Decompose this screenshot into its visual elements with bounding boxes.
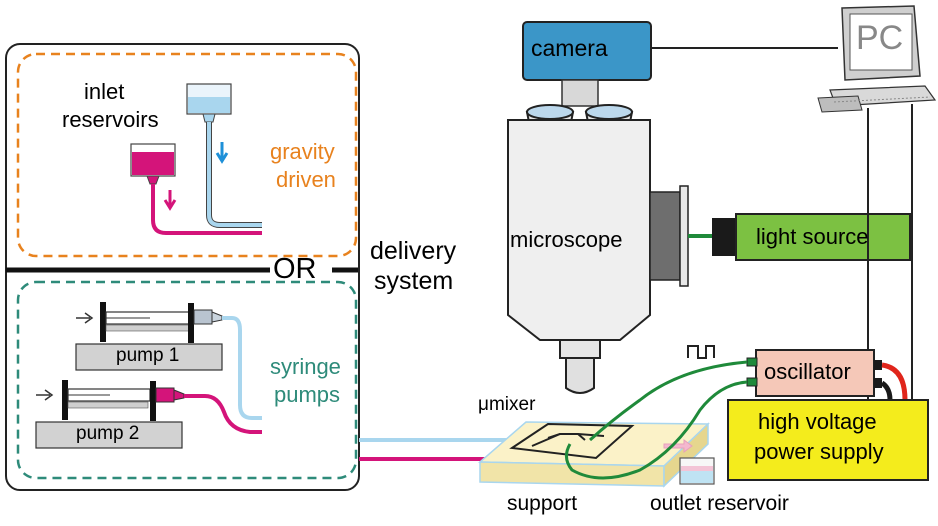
label-support: support bbox=[507, 492, 578, 515]
outlet-arrow bbox=[663, 439, 693, 453]
delivery-system-box bbox=[5, 43, 360, 491]
support-slab-front bbox=[479, 461, 665, 487]
pc-computer bbox=[817, 5, 937, 113]
syringe-pumps-box bbox=[16, 280, 358, 480]
green-wire-1 bbox=[588, 360, 748, 442]
gravity-tube-magenta bbox=[151, 184, 262, 235]
oscillator-port-right-top bbox=[874, 360, 882, 370]
label-system: system bbox=[374, 267, 454, 295]
syringe-1 bbox=[76, 302, 223, 343]
label-driven: driven bbox=[276, 167, 336, 192]
light-source-lamp bbox=[712, 218, 736, 256]
hv-power-supply-box bbox=[727, 399, 929, 481]
label-light-source: light source bbox=[756, 224, 869, 249]
label-oscillator: oscillator bbox=[764, 359, 851, 384]
gravity-tube-blue bbox=[206, 122, 262, 228]
objective-lens bbox=[565, 357, 595, 394]
label-syringe: syringe bbox=[270, 354, 341, 379]
label-delivery: delivery bbox=[370, 237, 457, 265]
microscope-side-port bbox=[649, 191, 681, 281]
square-wave-icon bbox=[687, 345, 715, 359]
hv-wire-black bbox=[880, 380, 893, 401]
support-slab-side bbox=[663, 422, 709, 488]
label-gravity: gravity bbox=[270, 139, 335, 164]
label-outlet-reservoir: outlet reservoir bbox=[650, 492, 789, 515]
oscillator-port-bottom bbox=[746, 377, 758, 387]
mixer-channel bbox=[531, 433, 605, 447]
microscope-body bbox=[507, 119, 651, 341]
gravity-reservoir-magenta bbox=[130, 143, 176, 185]
camera-mount bbox=[561, 79, 599, 107]
pump-2-block bbox=[35, 421, 183, 449]
oscillator-box bbox=[755, 349, 875, 397]
gravity-reservoir-blue bbox=[186, 83, 232, 123]
green-wire-2 bbox=[565, 380, 748, 480]
gravity-driven-box bbox=[16, 52, 358, 258]
microscope-side-plate bbox=[679, 185, 689, 287]
syringe-tube-1 bbox=[222, 316, 262, 420]
label-high-voltage: high voltage bbox=[758, 409, 877, 434]
hv-wire-red bbox=[881, 362, 908, 401]
label-pump-2: pump 2 bbox=[76, 423, 140, 444]
blue-flow-arrow bbox=[215, 142, 229, 164]
outlet-reservoir-icon bbox=[679, 457, 715, 485]
microscope-neck bbox=[559, 339, 601, 359]
oscillator-port-top bbox=[746, 357, 758, 367]
label-or: OR bbox=[273, 253, 317, 285]
pump-1-block bbox=[75, 343, 223, 371]
label-camera: camera bbox=[531, 35, 608, 61]
label-pump-1: pump 1 bbox=[116, 345, 180, 366]
label-power-supply: power supply bbox=[754, 439, 884, 464]
light-source-box bbox=[735, 213, 911, 261]
label-pc: PC bbox=[856, 19, 904, 57]
magenta-flow-arrow bbox=[163, 190, 177, 211]
label-inlet: inlet bbox=[84, 79, 125, 104]
label-microscope: microscope bbox=[510, 227, 623, 252]
oscillator-port-right-bottom bbox=[874, 378, 882, 388]
label-umixer: μmixer bbox=[478, 394, 536, 415]
syringe-2 bbox=[36, 380, 185, 421]
syringe-tube-2 bbox=[184, 394, 262, 434]
label-reservoirs: reservoirs bbox=[62, 107, 159, 132]
label-pumps: pumps bbox=[274, 382, 341, 407]
